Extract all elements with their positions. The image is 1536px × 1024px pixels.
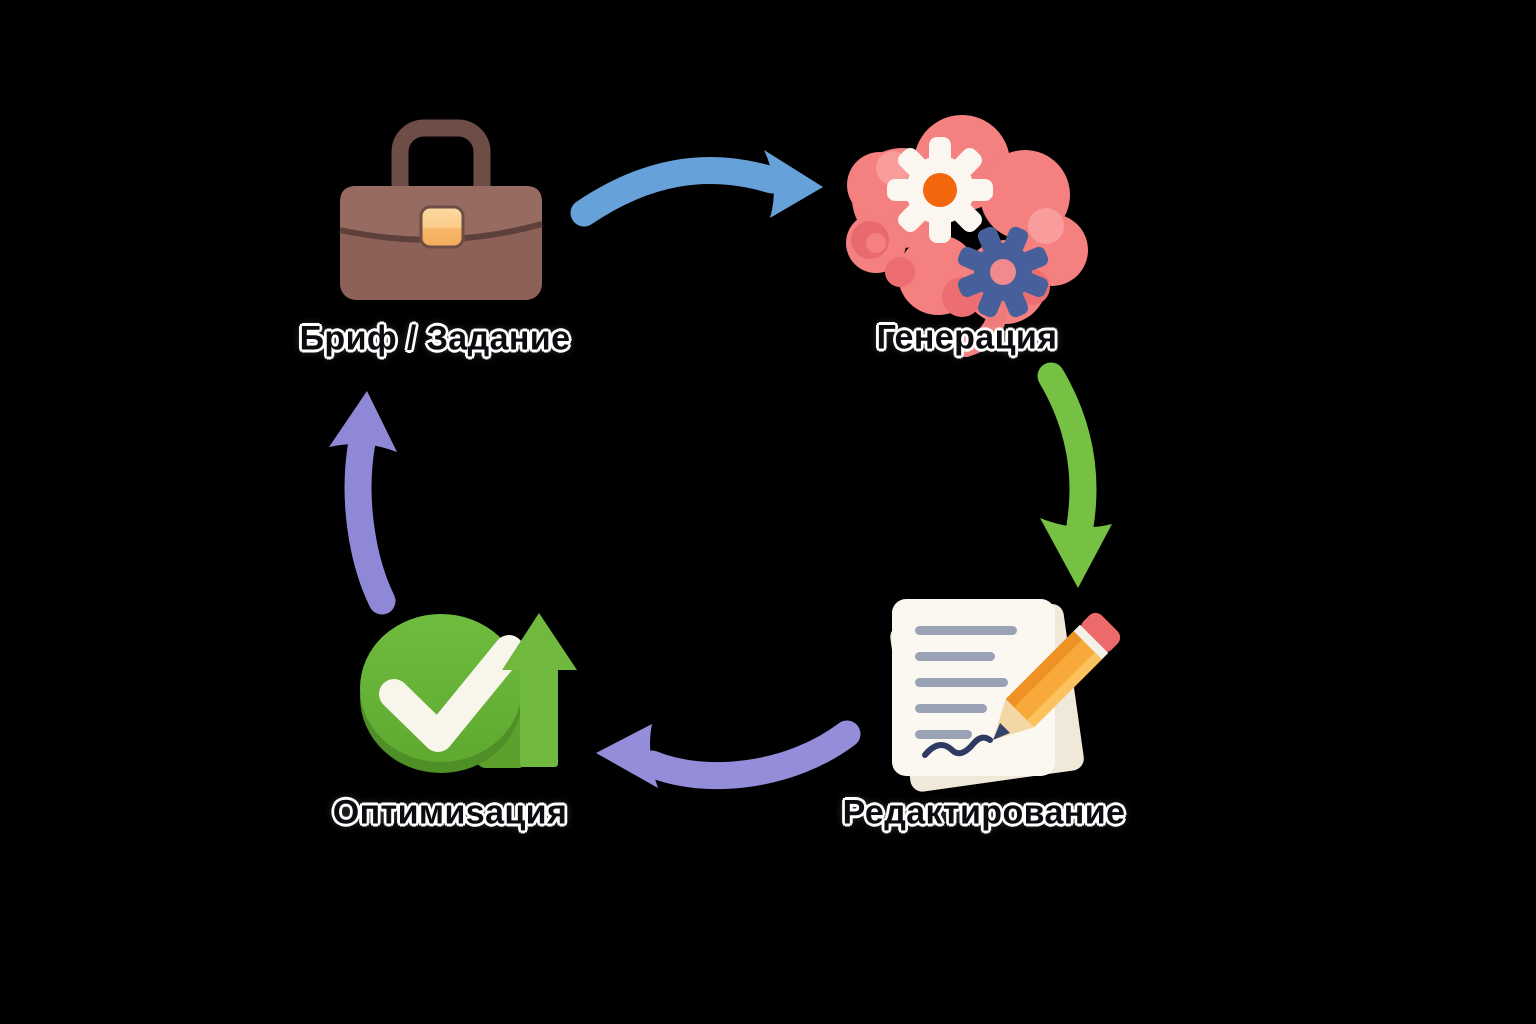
arrow-brief-to-generation	[570, 150, 823, 227]
arrowhead-up-icon	[329, 391, 397, 452]
growth-arrowhead	[502, 613, 577, 670]
arrowhead-down-icon	[1040, 518, 1112, 588]
brain-gears-icon	[846, 115, 1088, 357]
node-label-generation: Генерация	[876, 318, 1058, 357]
node-label-optimization: Оптимиsация	[332, 793, 568, 832]
signature-scribble	[922, 734, 993, 758]
arrowhead-right-icon	[764, 150, 823, 218]
document-text-lines	[915, 626, 1017, 739]
brain-stem	[956, 298, 1008, 357]
arrow-generation-to-editing	[1037, 362, 1112, 588]
gear-blue-icon	[957, 226, 1049, 318]
node-label-brief: Бриф / Задание	[299, 319, 571, 358]
pencil-icon	[993, 612, 1121, 740]
gear-white-icon	[887, 137, 993, 243]
document-pencil-icon	[890, 599, 1121, 792]
briefcase-clasp	[419, 205, 465, 249]
checkmark	[379, 635, 524, 752]
arrow-optimization-to-brief	[329, 391, 397, 615]
check-growth-icon	[360, 613, 577, 773]
node-label-editing: Редактирование	[842, 793, 1126, 832]
briefcase-icon	[339, 119, 543, 300]
arrow-editing-to-optimization	[596, 720, 861, 790]
arrowhead-left-icon	[596, 724, 658, 788]
